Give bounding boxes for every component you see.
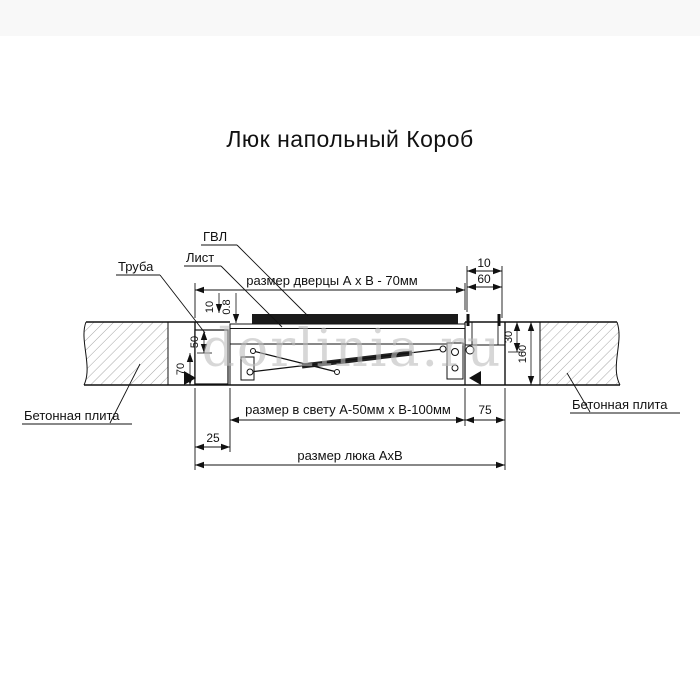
callout-concrete-left-label: Бетонная плита [24, 408, 120, 423]
callout-sheet: Лист [184, 250, 283, 328]
steel-sheet [229, 323, 466, 329]
callout-gvl: ГВЛ [201, 229, 309, 317]
dim-gap-label: 10 [477, 256, 491, 270]
callout-concrete-right: Бетонная плита [566, 372, 680, 414]
dim-gvl-thickness-label: 10 [204, 301, 216, 313]
left-frame-tube [194, 329, 229, 385]
callout-pipe-label: Труба [118, 259, 154, 274]
dim-box-label: 60 [477, 272, 491, 286]
watermark: dorlinia.ru [202, 319, 503, 379]
dim-layer-thickness: 10 0.8 [204, 293, 240, 323]
dim-clear-size: размер в свету А-50мм х В-100мм [229, 388, 466, 452]
dim-75-label: 75 [478, 403, 492, 417]
dim-hatch-size: размер люка АхВ [195, 448, 505, 469]
dim-25-label: 25 [206, 431, 220, 445]
right-anchor-mark [469, 371, 481, 385]
left-concrete-slab [83, 321, 230, 386]
dim-sheet-thickness-label: 0.8 [221, 299, 233, 314]
callout-concrete-left: Бетонная плита [22, 363, 141, 425]
callout-sheet-label: Лист [186, 250, 214, 265]
hinge-pin [465, 345, 475, 355]
right-concrete-slab [465, 321, 621, 386]
callout-pipe: Труба [116, 259, 206, 334]
gas-strut-mechanism [240, 342, 475, 381]
page-title: Люк напольный Короб [226, 126, 474, 152]
dim-right-side: 30 160 [503, 322, 535, 385]
callout-concrete-right-label: Бетонная плита [572, 397, 668, 412]
door-leaf [229, 314, 466, 345]
dim-clear-size-label: размер в свету А-50мм х В-100мм [245, 402, 451, 417]
dim-left-side: 50 70 [175, 331, 212, 385]
dim-25: 25 [194, 388, 230, 470]
dim-left-50-label: 50 [189, 336, 201, 348]
dim-door-size: размер дверцы А х В - 70мм [194, 273, 466, 318]
gvl-layer [252, 314, 458, 324]
dim-hatch-size-label: размер люка АхВ [297, 448, 402, 463]
dim-75: 75 [465, 388, 506, 470]
dim-left-70-label: 70 [175, 363, 187, 375]
dim-right-30-label: 30 [503, 331, 515, 343]
top-band [0, 0, 700, 36]
dim-gap-and-box: 10 60 [466, 256, 503, 318]
dim-door-size-label: размер дверцы А х В - 70мм [246, 273, 418, 288]
callout-gvl-label: ГВЛ [203, 229, 227, 244]
dim-right-160-label: 160 [517, 345, 529, 363]
